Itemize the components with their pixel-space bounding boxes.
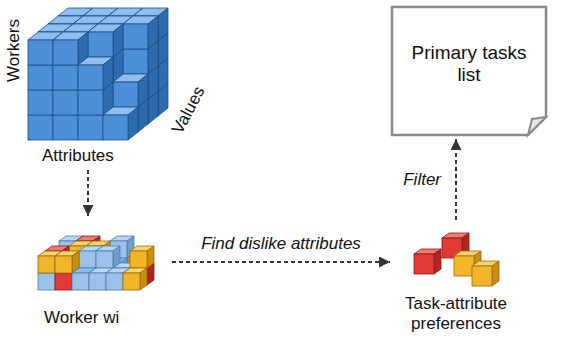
node-label: Task-attribute preferences (400, 294, 512, 333)
cube-front (123, 24, 148, 49)
cube-front (123, 273, 140, 290)
cube-front (78, 65, 103, 90)
dashed-arrow (87, 170, 89, 216)
cube-side (103, 57, 113, 90)
cube-front (55, 256, 72, 273)
preference-cubes (414, 233, 499, 286)
cube-front (106, 273, 123, 290)
cube-front (72, 273, 89, 290)
data-cube: WorkersAttributes Values (0, 0, 215, 168)
cube-side (148, 16, 158, 49)
edge-label: Filter (400, 170, 444, 190)
worker-slice (38, 236, 154, 290)
cube-side (147, 246, 154, 268)
cube-front (414, 254, 434, 274)
document-fold (528, 117, 546, 135)
document-box: Primary tasks list (390, 5, 548, 137)
edge-label: Find dislike attributes (198, 234, 364, 254)
cube-art (0, 0, 215, 168)
cube-side (113, 24, 123, 57)
cube-front (28, 90, 53, 115)
cube-front (78, 90, 103, 115)
cube-front (53, 115, 78, 140)
cube-front (96, 251, 113, 268)
cube-front (130, 251, 147, 268)
cube-side (138, 74, 148, 107)
dashed-arrow (455, 139, 457, 220)
cube-front (53, 65, 78, 90)
cube-front (38, 256, 55, 273)
node-label: Workers (4, 19, 24, 82)
cube-front (472, 266, 492, 286)
cube-side (434, 249, 441, 274)
cube-front (38, 273, 55, 290)
cube-front (55, 273, 72, 290)
cube-front (123, 49, 148, 74)
cube-front (28, 65, 53, 90)
cube-side (128, 107, 138, 140)
cube-front (89, 273, 106, 290)
node-label: Attributes (42, 146, 114, 166)
node-label: Values (168, 83, 209, 137)
cube-front (103, 115, 128, 140)
data-cube (28, 8, 168, 140)
cube-side (158, 8, 168, 41)
worker-slice: Worker wi (30, 218, 170, 336)
dashed-arrow (172, 261, 390, 263)
node-label: Primary tasks list (398, 42, 540, 86)
cube-front (88, 32, 113, 57)
cube-front (78, 115, 103, 140)
cube-front (53, 90, 78, 115)
cube-front (28, 40, 53, 65)
cube-side (492, 261, 499, 286)
cube-front (79, 251, 96, 268)
cube-front (28, 115, 53, 140)
preference-node: Task-attribute preferences (392, 222, 520, 340)
cube-front (113, 82, 138, 107)
document-outline (392, 7, 546, 135)
node-label: Worker wi (44, 308, 119, 328)
cube-front (53, 40, 78, 65)
cube-front (454, 256, 474, 276)
cube-side (140, 268, 147, 290)
